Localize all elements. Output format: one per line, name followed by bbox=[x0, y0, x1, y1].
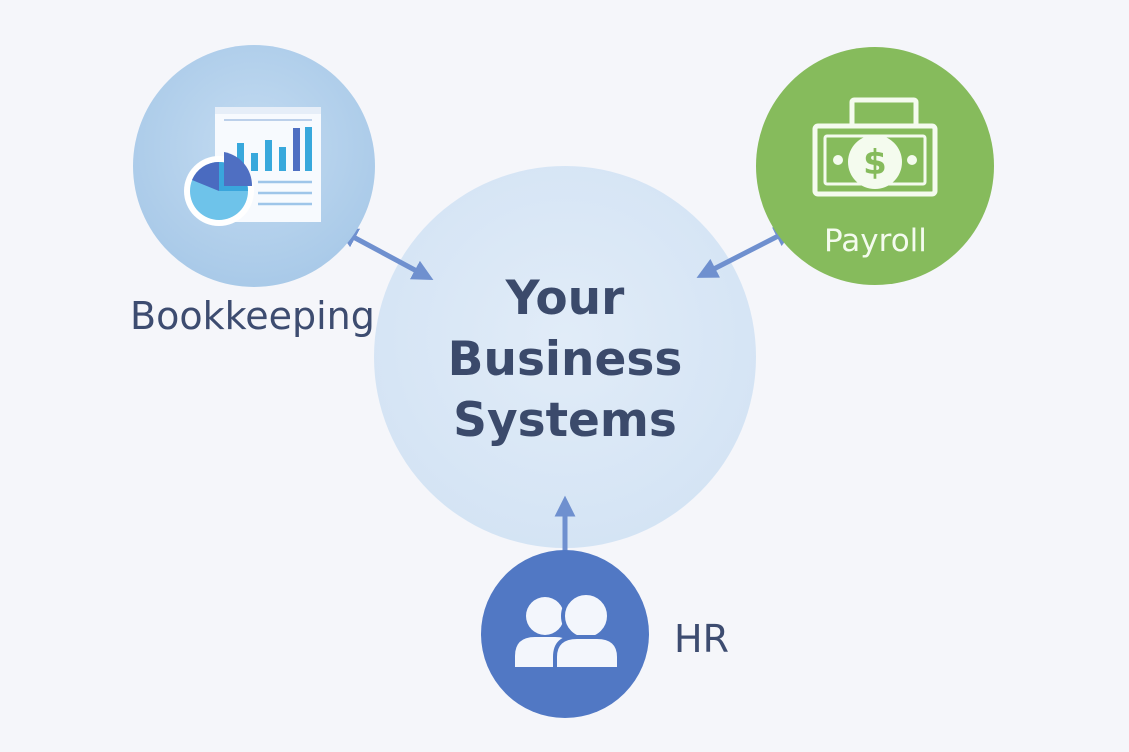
svg-text:$: $ bbox=[863, 143, 887, 183]
hr-circle bbox=[481, 550, 649, 718]
money-bill-icon: $ bbox=[812, 97, 938, 197]
hr-label: HR bbox=[674, 617, 729, 661]
center-title-line: Your bbox=[505, 271, 625, 326]
payroll-node: $ bbox=[756, 47, 994, 285]
hr-node bbox=[481, 550, 649, 718]
center-title-line: Systems bbox=[453, 393, 677, 448]
bookkeeping-label: Bookkeeping bbox=[130, 294, 375, 338]
payroll-label: Payroll bbox=[824, 223, 927, 259]
bookkeeping-node bbox=[133, 45, 375, 287]
center-title: Your Business Systems bbox=[395, 268, 735, 451]
payroll-connector-arrow bbox=[696, 227, 796, 278]
bookkeeping-connector-arrow bbox=[336, 228, 434, 280]
report-chart-icon bbox=[184, 107, 321, 226]
users-icon bbox=[515, 591, 621, 671]
center-circle bbox=[374, 166, 756, 548]
center-title-line: Business bbox=[447, 332, 683, 387]
